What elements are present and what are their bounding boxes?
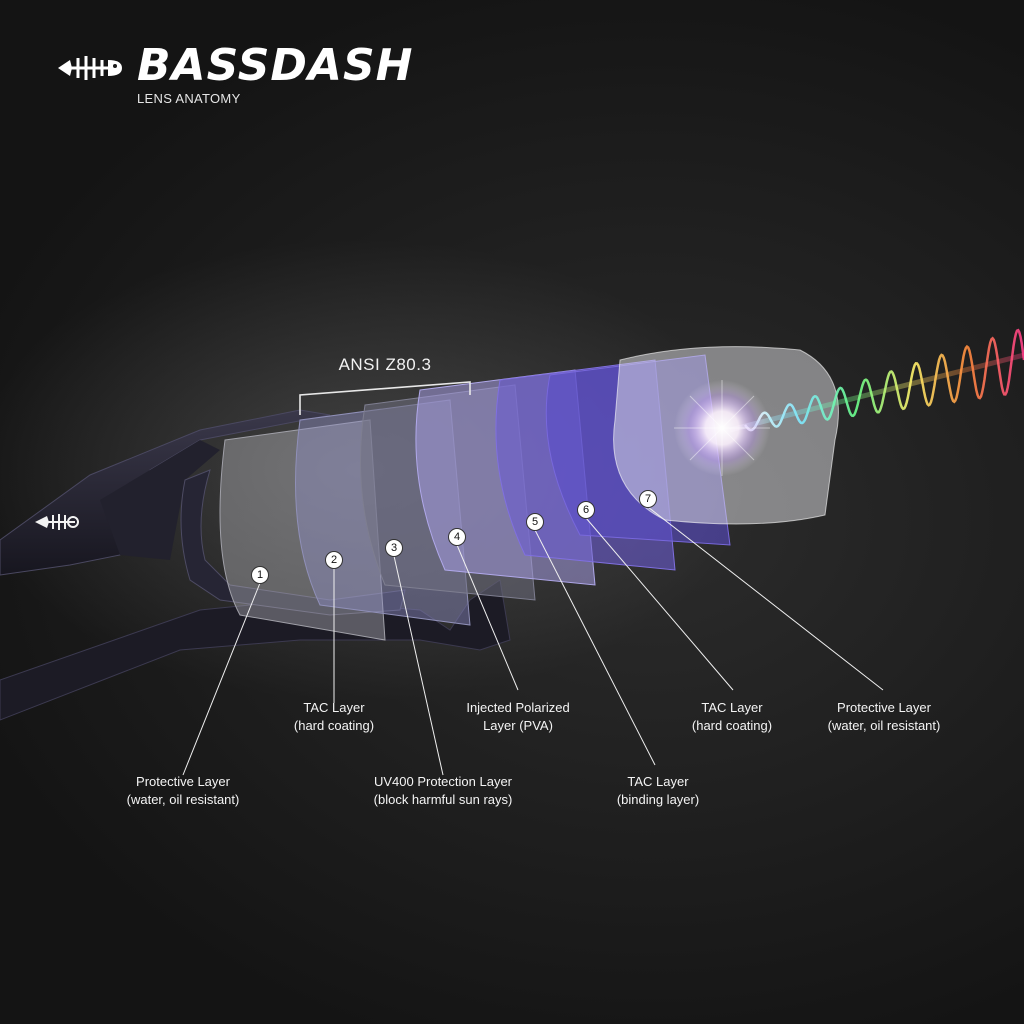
layer-label-4: Injected Polarized Layer (PVA) [408,699,628,735]
layer-marker-3: 3 [385,539,403,557]
layer-detail: (binding layer) [616,792,700,807]
layer-detail: Layer (PVA) [483,718,553,733]
layer-detail: (hard coating) [691,718,773,733]
layer-label-2: TAC Layer (hard coating) [224,699,444,735]
fish-skeleton-icon [58,56,122,80]
lens-layer-stack [219,346,839,641]
layer-label-3: UV400 Protection Layer (block harmful su… [333,773,553,809]
layer-marker-7: 7 [639,490,657,508]
layer-label-7: Protective Layer (water, oil resistant) [774,699,994,735]
layer-label-5: TAC Layer (binding layer) [548,773,768,809]
layer-marker-1: 1 [251,566,269,584]
layer-detail: (hard coating) [293,718,375,733]
layer-title: UV400 Protection Layer [373,774,513,789]
layer-detail: (water, oil resistant) [827,718,941,733]
layer-title: Injected Polarized [466,700,570,715]
layer-marker-6: 6 [577,501,595,519]
layer-title: TAC Layer [701,700,763,715]
layer-title: TAC Layer [303,700,365,715]
ansi-bracket [299,381,471,415]
layer-detail: (block harmful sun rays) [373,792,513,807]
leader-lines [182,506,884,776]
layer-marker-4: 4 [448,528,466,546]
layer-marker-2: 2 [325,551,343,569]
page-subtitle: LENS ANATOMY [137,91,241,106]
layer-detail: (water, oil resistant) [126,792,240,807]
layer-title: Protective Layer [837,700,931,715]
layer-label-6: TAC Layer (hard coating) [622,699,842,735]
layer-title: Protective Layer [136,774,230,789]
layer-title: TAC Layer [627,774,689,789]
ansi-standard-label: ANSI Z80.3 [338,355,432,374]
layer-marker-5: 5 [526,513,544,531]
brand-name: BASSDASH [137,40,414,91]
light-beam [674,328,1024,476]
layer-label-1: Protective Layer (water, oil resistant) [73,773,293,809]
